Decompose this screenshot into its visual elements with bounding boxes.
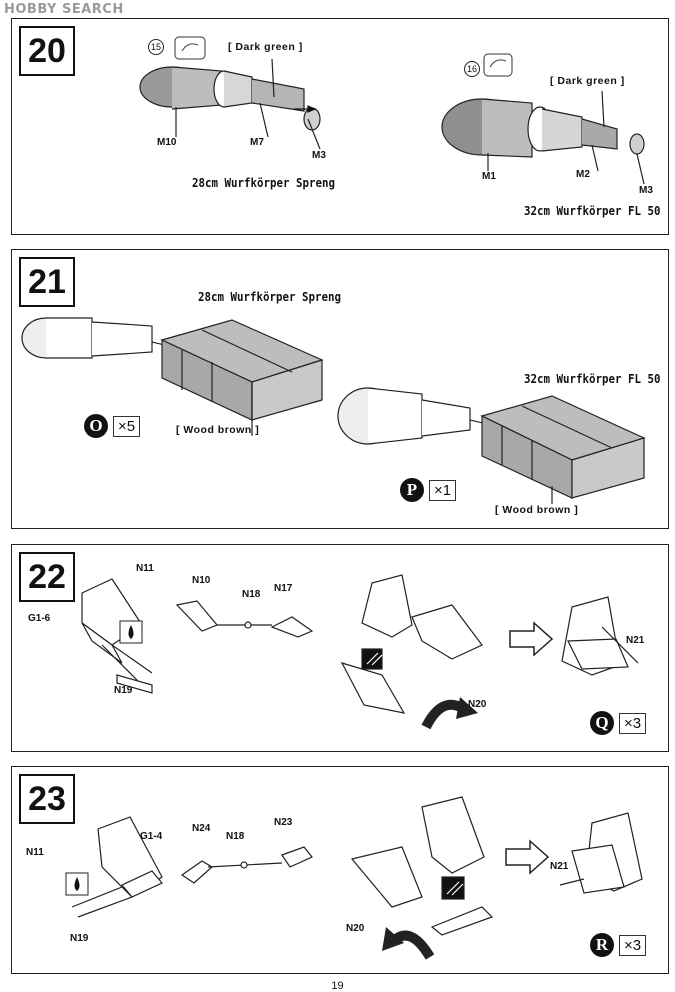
part-label: N18: [242, 589, 261, 600]
assembly-letter: P: [400, 478, 424, 502]
part-label: N11: [136, 563, 154, 574]
watermark: HOBBY SEARCH: [4, 2, 124, 17]
quantity-badge: O ×5: [84, 414, 141, 438]
step-21-illustration: [21, 317, 646, 504]
launcher-sub-drawing: [340, 574, 483, 714]
step-22-panel: 22 N11: [11, 544, 669, 752]
part-label: M1: [482, 171, 496, 182]
paint-swatch-icon: [174, 36, 206, 60]
launcher-complete-drawing: [559, 812, 643, 894]
rocket-28cm-drawing: [21, 317, 153, 359]
part-label: N11: [26, 847, 44, 858]
quantity-count: ×1: [429, 479, 457, 501]
paint-color-label: [ Dark green ]: [228, 41, 303, 53]
assembly-letter: Q: [590, 711, 614, 735]
step-number: 22: [19, 552, 75, 602]
quantity-count: ×3: [619, 712, 647, 734]
part-label: N19: [70, 933, 89, 944]
part-label: N20: [346, 923, 365, 934]
part-label: N21: [550, 861, 569, 872]
step-23-illustration: [65, 796, 643, 960]
quantity-badge: Q ×3: [590, 711, 647, 735]
next-arrow-icon: [509, 621, 554, 657]
part-label: M3: [639, 185, 653, 196]
paint-ref-badge: 16: [464, 61, 480, 77]
quantity-count: ×3: [619, 934, 647, 956]
rocket-32cm-drawing: [441, 90, 645, 185]
assembly-letter: O: [84, 414, 108, 438]
rail-assembly-drawing: [180, 846, 313, 884]
step-number: 20: [19, 26, 75, 76]
rocket-name: 28cm Wurfkörper Spreng: [192, 176, 336, 190]
part-label: N19: [114, 685, 133, 696]
step-22-illustration: [81, 574, 639, 730]
rail-assembly-drawing: [175, 600, 314, 638]
assembly-letter: R: [590, 933, 614, 957]
part-label: M3: [312, 150, 326, 161]
step-number: 21: [19, 257, 75, 307]
paint-ref-badge: 15: [148, 39, 164, 55]
step-21-panel: 21: [11, 249, 669, 529]
paint-color-label: [ Wood brown ]: [176, 424, 260, 436]
paint-color-label: [ Wood brown ]: [495, 504, 579, 516]
rocket-name: 32cm Wurfkörper FL 50: [524, 372, 661, 386]
rocket-name: 32cm Wurfkörper FL 50: [524, 204, 661, 218]
launcher-frame-drawing: [71, 816, 163, 918]
quantity-badge: R ×3: [590, 933, 647, 957]
step-23-panel: 23 N11 G1-4: [11, 766, 669, 974]
rocket-28cm-drawing: [139, 58, 321, 150]
next-arrow-icon: [505, 839, 550, 875]
part-label: N17: [274, 583, 293, 594]
part-label: N21: [626, 635, 645, 646]
rocket-name: 28cm Wurfkörper Spreng: [198, 290, 342, 304]
quantity-count: ×5: [113, 415, 141, 437]
part-label: M7: [250, 137, 264, 148]
part-label: M10: [157, 137, 177, 148]
crate-left-drawing: [160, 319, 324, 436]
part-label: N24: [192, 823, 211, 834]
part-label: N10: [192, 575, 211, 586]
part-label: M2: [576, 169, 590, 180]
part-label: N23: [274, 817, 293, 828]
part-label: N18: [226, 831, 245, 842]
page-number: 19: [331, 980, 344, 992]
launcher-complete-drawing: [561, 596, 639, 676]
crate-right-drawing: [480, 395, 646, 504]
step-number: 23: [19, 774, 75, 824]
part-label: N20: [468, 699, 487, 710]
quantity-badge: P ×1: [400, 478, 457, 502]
step-20-illustration: [139, 36, 645, 185]
paint-color-label: [ Dark green ]: [550, 75, 625, 87]
part-label: G1-6: [28, 613, 51, 624]
launcher-sub-drawing: [350, 796, 494, 936]
rocket-32cm-drawing: [337, 387, 471, 445]
part-label: G1-4: [140, 831, 163, 842]
step-20-panel: 20: [11, 18, 669, 235]
